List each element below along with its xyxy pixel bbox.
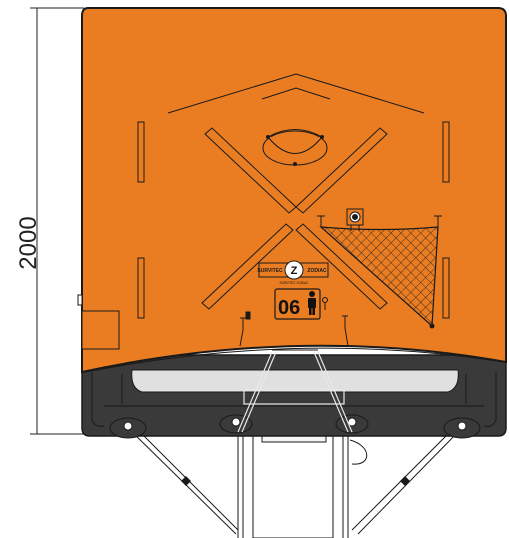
height-dimension — [30, 7, 84, 435]
net-hooks — [317, 215, 442, 329]
brand-logo-icon — [284, 260, 304, 280]
canopy-arches — [201, 127, 388, 310]
person-icon — [308, 291, 316, 315]
canopy-fittings — [239, 311, 349, 347]
boarding-ladder — [237, 429, 368, 538]
capacity-plate: 06 — [274, 288, 328, 320]
brand-left-text: SURVITEC — [257, 268, 283, 274]
height-dimension-label: 2000 — [15, 216, 42, 269]
ladder-top — [272, 349, 318, 356]
base-tube — [81, 354, 507, 437]
side-pocket — [81, 310, 120, 350]
brand-right-text: ZODIAC — [307, 268, 327, 274]
ladder-struts — [237, 351, 353, 433]
canopy-hem — [85, 347, 505, 373]
brand-subtext: SURVITEC ZODIAC — [280, 281, 310, 285]
canopy-slits — [137, 121, 450, 319]
brand-plate: SURVITEC ZODIAC Z SURVITEC ZODIAC — [257, 260, 329, 285]
raft-floor — [131, 369, 459, 393]
key-icon — [322, 297, 328, 310]
stowage-net — [319, 226, 439, 328]
canopy-roof-lines — [167, 73, 425, 114]
roof-viewport — [262, 129, 328, 166]
brand-logo-letter: Z — [291, 265, 298, 277]
side-tab — [77, 294, 83, 306]
canopy-light-icon — [346, 208, 364, 231]
stabiliser-lines — [127, 425, 463, 535]
tube-seams — [91, 372, 497, 427]
capacity-number: 06 — [278, 297, 300, 319]
